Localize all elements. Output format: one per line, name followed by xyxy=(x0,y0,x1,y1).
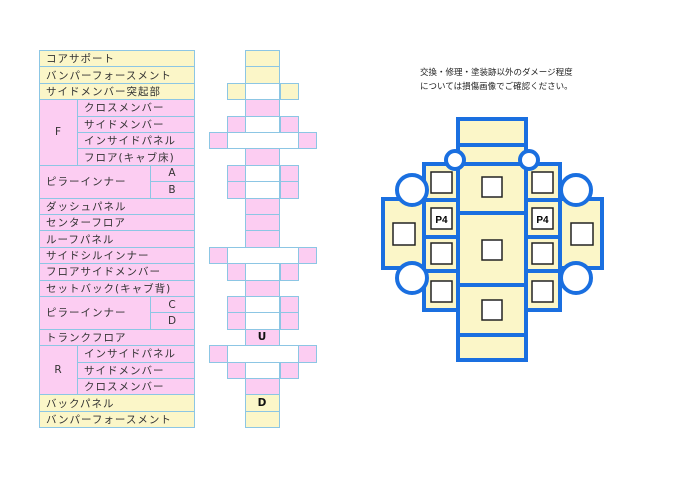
check-box xyxy=(430,280,453,303)
grid-cell[interactable] xyxy=(280,181,299,199)
circle-marker xyxy=(395,261,429,295)
grid-cell[interactable] xyxy=(227,361,246,379)
grid-cell[interactable] xyxy=(227,263,246,281)
grid-cell[interactable] xyxy=(280,82,299,101)
part-row: ルーフパネル xyxy=(39,230,195,248)
check-box xyxy=(430,207,453,230)
grid-cell[interactable] xyxy=(298,246,317,265)
grid-cell[interactable] xyxy=(280,361,299,379)
check-box xyxy=(570,222,594,246)
circle-marker xyxy=(559,261,593,295)
note-line-2: については損傷画像でご確認ください。 xyxy=(420,82,573,92)
grid-cell[interactable] xyxy=(245,410,280,429)
part-row: サイドメンバー xyxy=(77,361,195,379)
check-box xyxy=(392,222,416,246)
grid-cell[interactable] xyxy=(280,312,299,330)
part-row: バンパーフォースメント xyxy=(39,66,195,84)
grid-cell[interactable] xyxy=(209,345,228,363)
circle-marker xyxy=(518,149,540,171)
check-box xyxy=(430,242,453,265)
grid-cell[interactable] xyxy=(227,82,246,101)
check-box xyxy=(481,176,503,198)
grid-cell[interactable] xyxy=(280,263,299,281)
check-box xyxy=(531,242,554,265)
grid-cell[interactable] xyxy=(298,132,317,150)
grid-cell[interactable] xyxy=(298,345,317,363)
grid-cell[interactable] xyxy=(209,132,228,150)
pillar-d: D xyxy=(150,312,195,330)
check-box xyxy=(531,171,554,194)
front-group-label: F xyxy=(39,99,78,166)
check-box xyxy=(531,280,554,303)
check-box xyxy=(481,239,503,261)
part-row: クロスメンバー xyxy=(77,378,195,396)
part-row: サイドメンバー突起部 xyxy=(39,82,195,101)
note-line-1: 交換・修理・塗装跡以外のダメージ程度 xyxy=(420,68,573,78)
circle-marker xyxy=(559,173,593,207)
pillar-a: A xyxy=(150,164,195,183)
p4-left-label: P4 xyxy=(435,215,448,226)
part-row: フロアサイドメンバー xyxy=(39,263,195,281)
grid-cell[interactable] xyxy=(209,246,228,265)
part-row: サイドメンバー xyxy=(77,115,195,133)
check-box xyxy=(481,299,503,321)
grid-cell[interactable] xyxy=(227,181,246,199)
pillar-front-label: ピラーインナー xyxy=(39,164,151,199)
circle-marker xyxy=(395,173,429,207)
check-box xyxy=(531,207,554,230)
circle-marker xyxy=(444,149,466,171)
pillar-b: B xyxy=(150,181,195,199)
grid-cell[interactable] xyxy=(227,312,246,330)
pillar-rear-label: ピラーインナー xyxy=(39,296,151,330)
part-row: バンパーフォースメント xyxy=(39,410,195,429)
p4-right-label: P4 xyxy=(536,215,549,226)
check-box xyxy=(430,171,453,194)
